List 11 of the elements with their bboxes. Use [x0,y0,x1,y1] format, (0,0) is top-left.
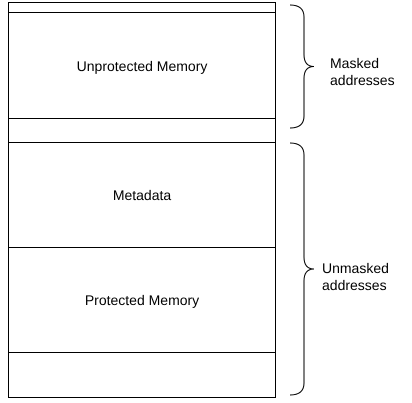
memory-region [8,247,276,353]
memory-region [8,12,276,119]
region-label: Protected Memory [84,292,200,308]
region-label: Unprotected Memory [76,58,208,74]
address-range-label: Unmasked addresses [322,260,390,294]
memory-region [8,142,276,248]
address-range-label: Masked addresses [330,55,396,89]
empty-region [8,118,276,143]
empty-region [8,352,276,398]
empty-region [8,2,276,13]
region-label: Metadata [112,187,172,203]
